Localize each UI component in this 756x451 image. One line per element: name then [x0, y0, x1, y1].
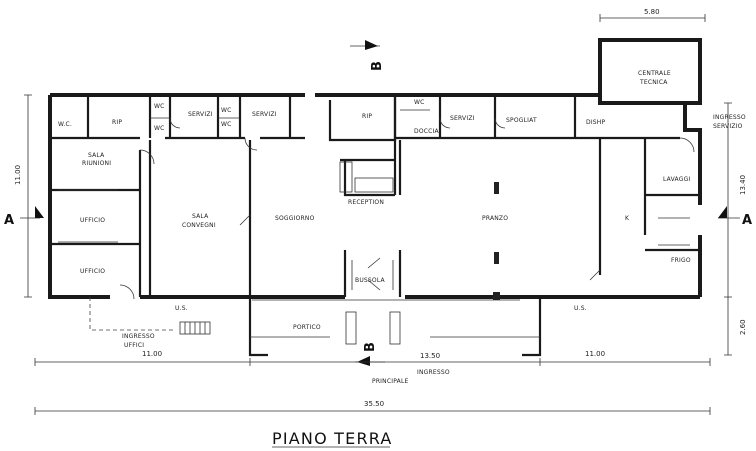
label-servizi-3: SERVIZI [450, 115, 475, 122]
section-markers: A A B B [4, 40, 752, 366]
dimension-lines: 5.80 11.00 13.40 2.60 11.00 13.50 11.00 … [14, 8, 747, 415]
label-ingresso-uffici-1: INGRESSO [122, 333, 155, 340]
label-ingresso-uffici-2: UFFICI [124, 342, 144, 349]
section-arrow-icon [365, 40, 378, 50]
portico [89, 297, 542, 357]
label-wc-5: WC [414, 99, 425, 106]
section-b-top: B [370, 61, 385, 71]
pillars [339, 161, 500, 300]
label-lavaggi: LAVAGGI [663, 176, 690, 183]
label-servizi-2: SERVIZI [252, 111, 277, 118]
dim-left-height: 11.00 [14, 165, 22, 185]
label-ufficio-2: UFFICIO [80, 268, 105, 275]
label-sala-convegni-1: SALA [192, 213, 209, 220]
label-ingresso-principale-2: PRINCIPALE [372, 378, 408, 385]
label-wc-2: WC [154, 125, 165, 132]
room-labels: W.C. RIP WC WC SERVIZI WC WC SERVIZI RIP… [58, 70, 746, 385]
label-frigo: FRIGO [671, 257, 691, 264]
section-arrow-icon [718, 206, 727, 218]
label-wc-3: WC [221, 107, 232, 114]
dim-top-right: 5.80 [644, 8, 660, 16]
label-spogliat: SPOGLIAT [506, 117, 537, 124]
section-arrow-icon [35, 206, 44, 218]
label-ingresso-principale-1: INGRESSO [417, 369, 450, 376]
label-rip: RIP [112, 119, 122, 126]
label-portico: PORTICO [293, 324, 321, 331]
label-ufficio-1: UFFICIO [80, 217, 105, 224]
section-arrow-icon [357, 356, 370, 366]
label-sala-riunioni-2: RIUNIONI [82, 160, 111, 167]
label-us-1: U.S. [175, 305, 188, 312]
dim-right-height: 13.40 [739, 175, 747, 195]
label-servizi-1: SERVIZI [188, 111, 213, 118]
section-a-left: A [4, 213, 14, 228]
label-kitchen: K [625, 215, 630, 222]
label-pranzo: PRANZO [482, 215, 508, 222]
section-a-right: A [742, 213, 752, 228]
label-dishp: DISHP [586, 119, 606, 126]
label-bussola: BUSSOLA [355, 277, 386, 284]
label-rip-center: RIP [362, 113, 372, 120]
label-wc-1: WC [154, 103, 165, 110]
label-centrale: CENTRALE [638, 70, 671, 77]
label-soggiorno: SOGGIORNO [275, 215, 315, 222]
outer-walls [48, 38, 702, 299]
section-b-bottom: B [363, 342, 378, 352]
label-sala-riunioni-1: SALA [88, 152, 105, 159]
label-ingresso-servizio-1: INGRESSO [713, 114, 746, 121]
dim-bottom-right: 11.00 [585, 350, 605, 358]
dim-total: 35.50 [364, 400, 384, 408]
doors [119, 117, 695, 300]
internal-walls [50, 95, 700, 297]
label-tecnica: TECNICA [639, 79, 668, 86]
label-wc-4: WC [221, 121, 232, 128]
label-us-2: U.S. [574, 305, 587, 312]
label-reception: RECEPTION [348, 199, 384, 206]
label-doccia: DOCCIA [414, 128, 439, 135]
plan-title: PIANO TERRA [272, 429, 393, 448]
label-sala-convegni-2: CONVEGNI [182, 222, 216, 229]
dim-bottom-center: 13.50 [420, 352, 440, 360]
dim-bottom-left: 11.00 [142, 350, 162, 358]
label-wc-left: W.C. [58, 121, 72, 128]
dim-right-portico: 2.60 [739, 319, 747, 335]
